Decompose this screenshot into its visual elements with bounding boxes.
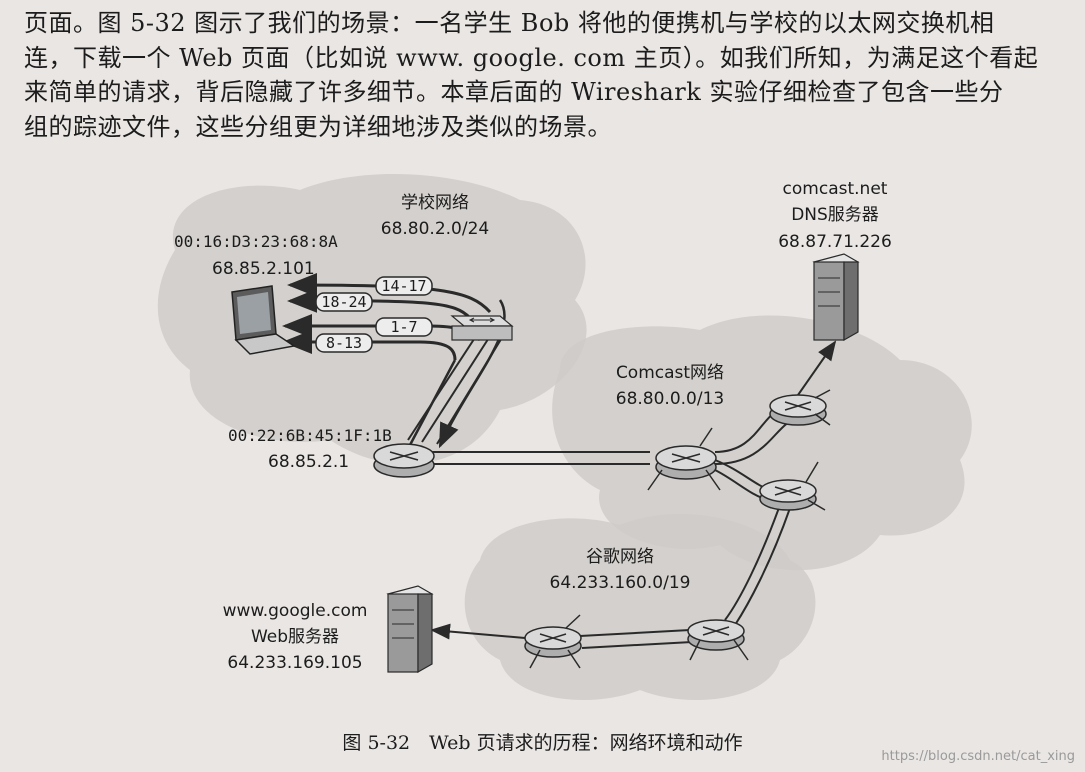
watermark: https://blog.csdn.net/cat_xing <box>881 749 1075 764</box>
router-icons <box>373 394 827 658</box>
web-server-ip: 64.233.169.105 <box>227 653 363 673</box>
dns-server-name: DNS服务器 <box>791 205 879 225</box>
web-domain: www.google.com <box>222 601 368 621</box>
segment-label-box <box>315 292 373 312</box>
segment-label-14-17: 14-17 <box>381 277 426 295</box>
google-network-name: 谷歌网络 <box>586 547 654 567</box>
segment-label-box <box>375 317 433 337</box>
school-network-name: 学校网络 <box>401 193 469 213</box>
google-network-subnet: 64.233.160.0/19 <box>549 573 691 593</box>
segment-arrow <box>287 273 492 314</box>
router-icon-comcast <box>655 445 717 480</box>
web-server-name: Web服务器 <box>250 627 340 647</box>
paragraph-line: 组的踪迹文件，这些分组更为详细地涉及类似的场景。 <box>24 112 612 141</box>
comcast-network-name: Comcast网络 <box>615 363 725 383</box>
router-ip: 68.85.2.1 <box>268 452 350 472</box>
school-network-cloud <box>157 173 587 464</box>
school-network-subnet: 68.80.2.0/24 <box>380 219 490 239</box>
comcast-network-subnet: 68.80.0.0/13 <box>615 389 725 409</box>
router-icon-dns <box>769 394 827 426</box>
laptop-icon <box>231 285 296 355</box>
dns-domain: comcast.net <box>782 179 888 199</box>
segment-label-boxes <box>315 276 433 353</box>
paragraph-line: 连，下载一个 Web 页面（比如说 www. google. com 主页）。如… <box>24 43 1039 72</box>
segment-label-box <box>315 333 373 353</box>
router-icon-east <box>759 479 817 511</box>
body-paragraph: 页面。图 5-32 图示了我们的场景：一名学生 Bob 将他的便携机与学校的以太… <box>24 6 1064 144</box>
figure-caption: 图 5-32 Web 页请求的历程：网络环境和动作 <box>342 732 743 754</box>
segment-label-18-24: 18-24 <box>321 293 366 311</box>
comcast-network-cloud <box>552 315 972 571</box>
ethernet-switch-icon <box>450 315 514 341</box>
web-server-icon <box>386 585 434 674</box>
paragraph-line: 来简单的请求，背后隐藏了许多细节。本章后面的 Wireshark 实验仔细检查了… <box>24 78 1004 106</box>
segment-label-1-7: 1-7 <box>390 318 417 336</box>
segment-label-8-13: 8-13 <box>326 334 362 352</box>
segment-arrow <box>282 330 457 361</box>
segment-label-box <box>375 276 433 296</box>
google-network-cloud <box>464 513 816 700</box>
laptop-ip: 68.85.2.101 <box>212 259 315 279</box>
dns-server-ip: 68.87.71.226 <box>778 232 892 252</box>
laptop-mac: 00:16:D3:23:68:8A <box>174 232 338 251</box>
router-mac: 00:22:6B:45:1F:1B <box>228 426 392 445</box>
router-icon-school <box>373 443 435 478</box>
paragraph-line: 页面。图 5-32 图示了我们的场景：一名学生 Bob 将他的便携机与学校的以太… <box>24 9 995 37</box>
dns-server-icon <box>812 253 860 342</box>
router-icon-google <box>687 619 745 651</box>
router-icon-middle <box>524 626 582 658</box>
